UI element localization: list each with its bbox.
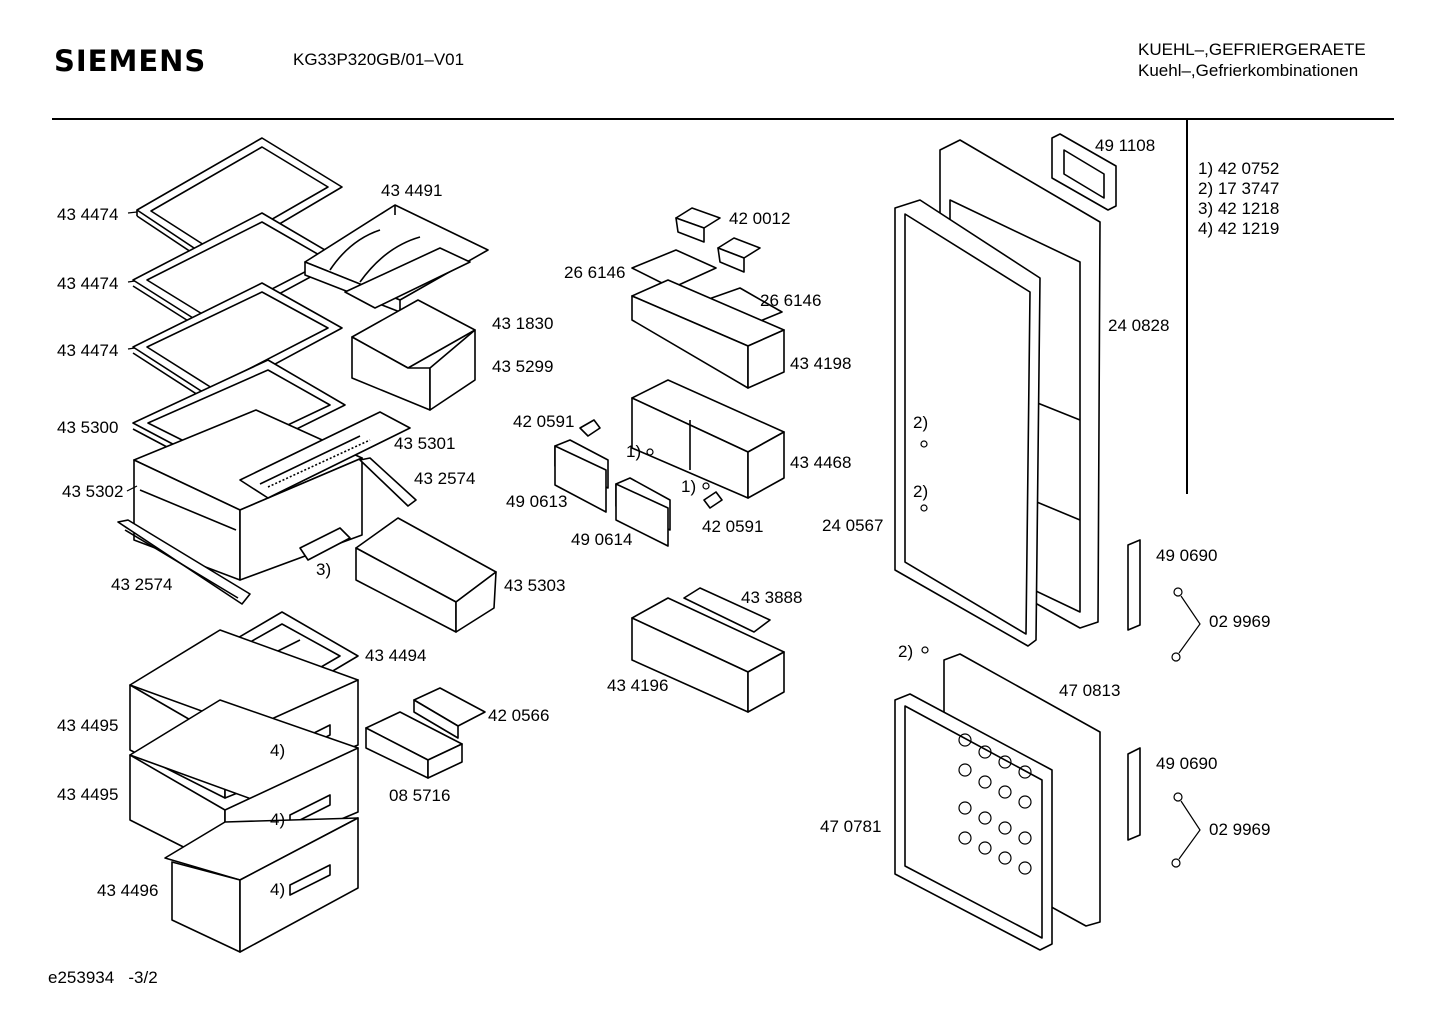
- label-ice-pack: 08 5716: [389, 786, 451, 805]
- footnote-1: 1) 42 0752: [1198, 159, 1280, 178]
- drawer-rail: [344, 247, 471, 309]
- label-egg-tray-2: 26 6146: [760, 291, 822, 310]
- label-bottle-rack: 43 4491: [381, 181, 443, 200]
- door-shelf-bottom: [631, 597, 785, 713]
- label-freezer-tray: 43 4494: [365, 646, 427, 665]
- label-crisper-small: 43 5299: [492, 357, 554, 376]
- label-note-1-b: 1): [681, 477, 697, 496]
- label-shelf-frame: 43 5300: [57, 418, 119, 437]
- label-shelf-3: 43 4474: [57, 341, 119, 360]
- label-shelf-2: 43 4474: [57, 274, 119, 293]
- handle-cap: [1051, 133, 1117, 211]
- door-shelf-middle: [631, 379, 785, 499]
- label-fridge-door: 24 0828: [1108, 316, 1170, 335]
- label-freezer-door: 47 0813: [1059, 681, 1121, 700]
- drawing-id: e253934: [48, 968, 115, 987]
- rail-left: [117, 519, 251, 605]
- label-freezer-drawer-1: 43 4495: [57, 716, 119, 735]
- rail-right: [359, 457, 417, 507]
- label-hinge-pin-2: 42 0591: [702, 517, 764, 536]
- label-note-2-a: 2): [913, 413, 929, 432]
- label-note-1-a: 1): [626, 442, 642, 461]
- butter-cups: [675, 207, 761, 273]
- label-screws-top: 02 9969: [1209, 612, 1271, 631]
- label-flap-2: 49 0614: [571, 530, 633, 549]
- label-handle-top: 49 0690: [1156, 546, 1218, 565]
- label-door-shelf-bottom: 43 4196: [607, 676, 669, 695]
- label-egg-tray-1: 26 6146: [564, 263, 626, 282]
- hinge-pin-2: [703, 491, 723, 509]
- label-note-2-b: 2): [913, 482, 929, 501]
- label-flap-1: 49 0613: [506, 492, 568, 511]
- label-cover: 43 5301: [394, 434, 456, 453]
- label-screws-bottom: 02 9969: [1209, 820, 1271, 839]
- ice-tray: [413, 687, 486, 739]
- label-note-2-c: 2): [898, 642, 914, 661]
- model-number: KG33P320GB/01–V01: [293, 50, 465, 69]
- label-rail-right: 43 2574: [414, 469, 476, 488]
- fridge-gasket: [894, 199, 1041, 647]
- footnote-2: 2) 17 3747: [1198, 179, 1280, 198]
- label-freezer-drawer-2: 43 4495: [57, 785, 119, 804]
- category-title: KUEHL–,GEFRIERGERAETE: [1138, 40, 1366, 59]
- handle-bottom: [1127, 747, 1141, 841]
- footnote-4: 4) 42 1219: [1198, 219, 1280, 238]
- label-note-4-b: 4): [270, 810, 286, 829]
- label-door-shelf-middle: 43 4468: [790, 453, 852, 472]
- crisper-cover-small: [299, 527, 351, 561]
- bottle-holder: [683, 587, 771, 633]
- door-shelf-top: [631, 279, 785, 389]
- label-note-3: 3): [316, 560, 332, 579]
- label-chiller: 43 5302: [62, 482, 124, 501]
- freezer-drawer-3: [164, 817, 359, 953]
- label-note-4-c: 4): [270, 880, 286, 899]
- label-crisper-box: 43 5303: [504, 576, 566, 595]
- egg-tray-1: [631, 249, 717, 289]
- header-divider: [52, 118, 1394, 120]
- flap-2: [615, 477, 671, 547]
- label-freezer-gasket: 47 0781: [820, 817, 882, 836]
- label-handle-cap: 49 1108: [1095, 136, 1156, 155]
- page-number: -3/2: [128, 968, 158, 987]
- label-ice-tray: 42 0566: [488, 706, 550, 725]
- crisper-box: [355, 517, 497, 633]
- chiller-cover: [239, 411, 411, 499]
- ice-pack: [365, 711, 463, 779]
- label-note-4-a: 4): [270, 741, 286, 760]
- label-door-shelf-top: 43 4198: [790, 354, 852, 373]
- category-subtitle: Kuehl–,Gefrierkombinationen: [1138, 61, 1359, 80]
- footnote-divider: [1186, 120, 1188, 494]
- label-handle-bottom: 49 0690: [1156, 754, 1218, 773]
- hinge-pin-1: [579, 419, 601, 437]
- label-bottle-holder: 43 3888: [741, 588, 803, 607]
- drawing-footer: e253934 -3/2: [48, 968, 158, 988]
- flap-1: [554, 439, 609, 513]
- label-shelf-1: 43 4474: [57, 205, 119, 224]
- label-butter-cups: 42 0012: [729, 209, 791, 228]
- label-rail-left: 43 2574: [111, 575, 173, 594]
- label-fridge-gasket: 24 0567: [822, 516, 884, 535]
- freezer-gasket: [894, 693, 1053, 951]
- glass-shelf-3: [132, 282, 343, 405]
- crisper-small: [351, 299, 476, 411]
- label-freezer-drawer-3: 43 4496: [97, 881, 159, 900]
- brand-logo: SIEMENS: [54, 44, 207, 78]
- handle-top: [1127, 539, 1141, 631]
- label-drawer-rail: 43 1830: [492, 314, 554, 333]
- label-hinge-pin-1: 42 0591: [513, 412, 575, 431]
- footnote-3: 3) 42 1218: [1198, 199, 1280, 218]
